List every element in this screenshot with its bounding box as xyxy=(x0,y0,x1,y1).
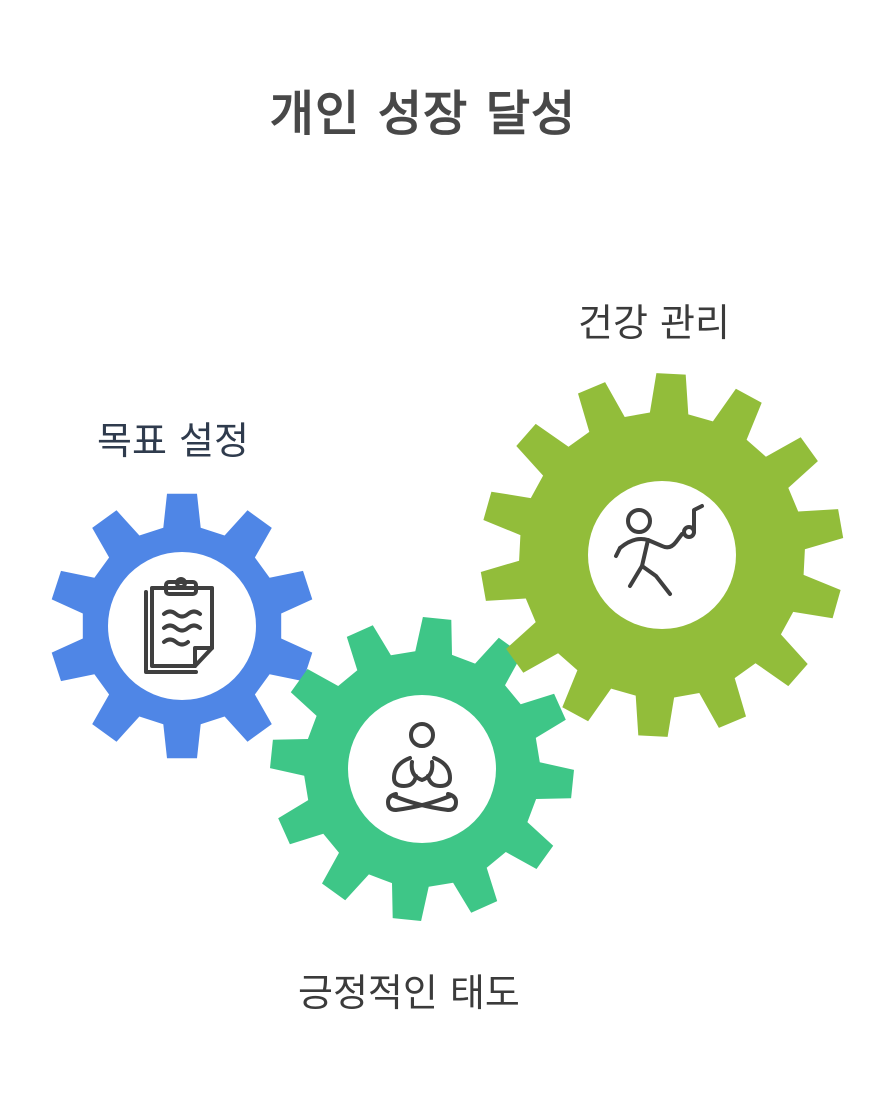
label-health-care: 건강 관리 xyxy=(578,301,730,345)
gear-positive-attitude-hub xyxy=(348,695,496,843)
label-goal-setting: 목표 설정 xyxy=(97,419,249,463)
label-positive-attitude: 긍정적인 태도 xyxy=(298,971,520,1015)
dancing-person-icon xyxy=(614,504,704,596)
diagram-title: 개인 성장 달성 xyxy=(269,86,577,142)
meditation-icon xyxy=(386,722,458,812)
gear-health-care-hub xyxy=(588,481,736,629)
clipboard-icon xyxy=(144,577,214,674)
gear-goal-setting-hub xyxy=(108,552,256,700)
